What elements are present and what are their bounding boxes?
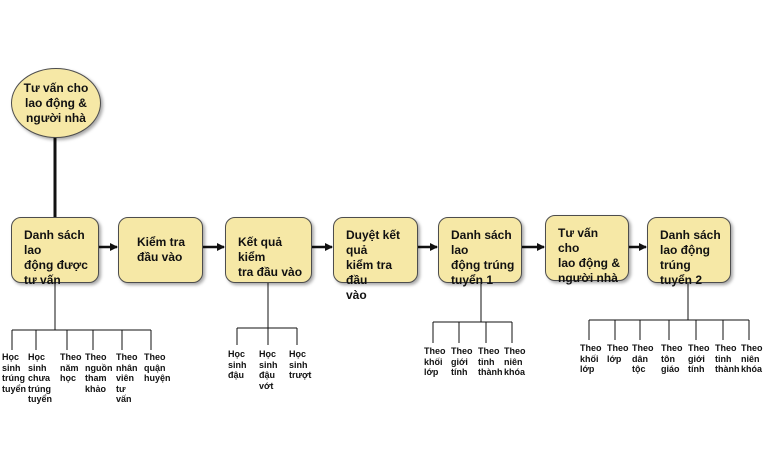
leaf-g3-3: Theo tỉnh thành	[478, 346, 503, 377]
leaf-g4-6: Theo tỉnh thành	[715, 343, 740, 374]
leaf-g2-2: Học sinh đậu vớt	[259, 349, 278, 391]
leaf-g1-3: Theo năm học	[60, 352, 82, 383]
step-node-1: Danh sách lao động được tư vấn	[11, 217, 99, 287]
leaf-g1-4: Theo nguồn tham khảo	[85, 352, 113, 394]
leaf-g1-1: Học sinh trúng tuyển	[2, 352, 27, 394]
leaf-g1-5: Theo nhân viên tư vấn	[116, 352, 138, 404]
tree-group1	[11, 283, 152, 350]
top-ellipse-node: Tư vấn cho lao động & người nhà	[11, 68, 101, 138]
leaf-g2-1: Học sinh đậu	[228, 349, 247, 380]
tree-group4	[588, 283, 750, 340]
leaf-g3-1: Theo khối lớp	[424, 346, 446, 377]
leaf-g1-2: Học sinh chưa trúng tuyển	[28, 352, 53, 404]
step-node-5: Danh sách lao động trúng tuyển 1	[438, 217, 522, 287]
leaf-g3-2: Theo giới tính	[451, 346, 473, 377]
step-node-3: Kết quả kiểm tra đầu vào	[225, 217, 312, 283]
leaf-g4-7: Theo niên khóa	[741, 343, 763, 374]
leaf-g4-2: Theo lớp	[607, 343, 629, 364]
leaf-g3-4: Theo niên khóa	[504, 346, 526, 377]
tree-group3	[432, 283, 513, 343]
tree-group2	[236, 283, 298, 345]
leaf-g2-3: Học sinh trượt	[289, 349, 312, 380]
leaf-g4-4: Theo tôn giáo	[661, 343, 683, 374]
step-node-6: Tư vấn cho lao động & người nhà	[545, 215, 629, 285]
step-node-7: Danh sách lao động trúng tuyển 2	[647, 217, 731, 287]
leaf-g4-1: Theo khối lớp	[580, 343, 602, 374]
leaf-g4-5: Theo giới tính	[688, 343, 710, 374]
step-node-4: Duyệt kết quả kiểm tra đầu vào	[333, 217, 418, 302]
leaf-g4-3: Theo dân tộc	[632, 343, 654, 374]
leaf-g1-6: Theo quận huyện	[144, 352, 171, 383]
step-node-2: Kiểm tra đầu vào	[118, 217, 203, 283]
